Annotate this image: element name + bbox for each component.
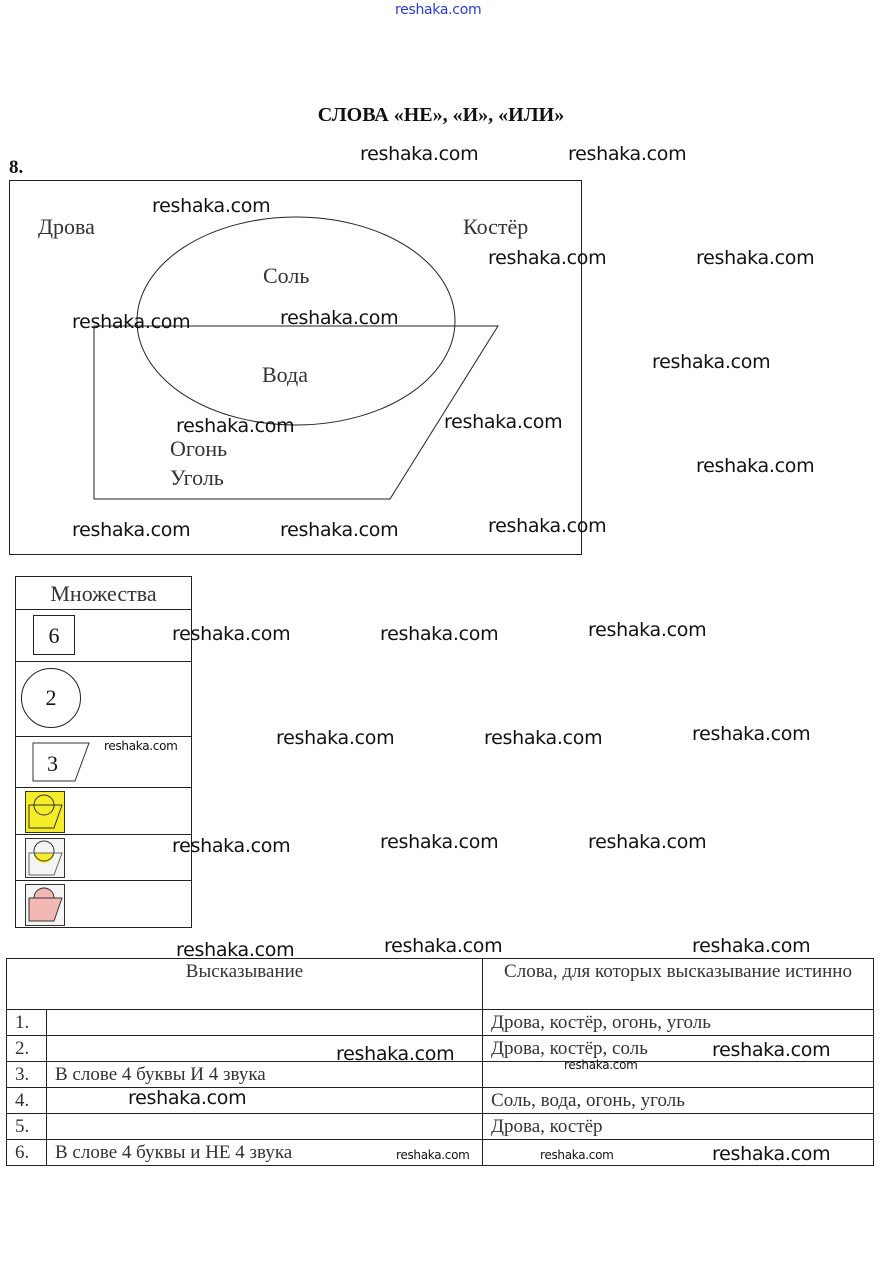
watermark: reshaka.com (280, 307, 399, 329)
trapezoid-set (93, 325, 499, 500)
trapezoid-count: 3 (47, 751, 58, 776)
row-number: 1. (6, 1009, 47, 1036)
watermark: reshaka.com (588, 831, 707, 853)
table-row: 1. Дрова, костёр, огонь, уголь (6, 1009, 874, 1036)
statement-cell (45, 1009, 484, 1036)
row-number: 2. (6, 1035, 47, 1062)
watermark: reshaka.com (276, 727, 395, 749)
row-number: 4. (6, 1087, 47, 1114)
legend-row-circle: 2 (16, 661, 191, 736)
watermark: reshaka.com (104, 739, 178, 753)
header-statement: Высказывание (5, 958, 484, 1010)
universe-rect (9, 180, 582, 555)
venn-diagram (9, 180, 582, 555)
watermark: reshaka.com (176, 939, 295, 961)
label-ugol: Уголь (170, 465, 224, 490)
label-voda: Вода (262, 362, 308, 387)
watermark: reshaka.com (172, 623, 291, 645)
statement-cell (45, 1035, 484, 1062)
table-row: 4. Соль, вода, огонь, уголь (6, 1087, 874, 1114)
circle-set (136, 216, 456, 426)
union-icon (25, 791, 65, 833)
watermark: reshaka.com (360, 143, 479, 165)
words-cell (482, 1139, 874, 1166)
legend: Множества 6 2 3 (15, 576, 192, 928)
label-drova: Дрова (38, 214, 95, 239)
watermark: reshaka.com (72, 311, 191, 333)
words-cell: Дрова, костёр (482, 1113, 874, 1140)
table-row: 3.В слове 4 буквы И 4 звука (6, 1061, 874, 1088)
table-row: 5. Дрова, костёр (6, 1113, 874, 1140)
legend-row-trapezoid: 3 (16, 736, 191, 787)
words-cell: Соль, вода, огонь, уголь (482, 1087, 874, 1114)
watermark: reshaka.com (484, 727, 603, 749)
trapezoid-icon (32, 742, 90, 782)
watermark: reshaka.com (692, 935, 811, 957)
legend-row-combined (16, 880, 191, 927)
combined-icon (25, 884, 65, 926)
row-number: 6. (6, 1139, 47, 1166)
watermark: reshaka.com (396, 1148, 470, 1162)
legend-row-intersection (16, 834, 191, 880)
words-cell (482, 1061, 874, 1088)
watermark: reshaka.com (128, 1087, 247, 1109)
words-cell: Дрова, костёр, огонь, уголь (482, 1009, 874, 1036)
watermark: reshaka.com (564, 1058, 638, 1072)
legend-header: Множества (50, 581, 157, 606)
watermark: reshaka.com (395, 2, 482, 18)
watermark: reshaka.com (568, 143, 687, 165)
watermark: reshaka.com (696, 455, 815, 477)
watermark: reshaka.com (652, 351, 771, 373)
rect-icon: 6 (33, 615, 75, 655)
watermark: reshaka.com (380, 831, 499, 853)
watermark: reshaka.com (712, 1039, 831, 1061)
watermark: reshaka.com (588, 619, 707, 641)
watermark: reshaka.com (152, 195, 271, 217)
watermark: reshaka.com (336, 1043, 455, 1065)
watermark: reshaka.com (380, 623, 499, 645)
watermark: reshaka.com (540, 1148, 614, 1162)
label-koster: Костёр (463, 214, 529, 239)
table-row: 6.В слове 4 буквы и НЕ 4 звука (6, 1139, 874, 1166)
label-ogon: Огонь (170, 436, 228, 461)
statement-cell (45, 1087, 484, 1114)
watermark: reshaka.com (72, 519, 191, 541)
row-number: 3. (6, 1061, 47, 1088)
watermark: reshaka.com (488, 515, 607, 537)
watermark: reshaka.com (384, 935, 503, 957)
watermark: reshaka.com (696, 247, 815, 269)
watermark: reshaka.com (692, 723, 811, 745)
watermark: reshaka.com (488, 247, 607, 269)
watermark: reshaka.com (280, 519, 399, 541)
watermark: reshaka.com (712, 1143, 831, 1165)
watermark: reshaka.com (176, 415, 295, 437)
header-words: Слова, для которых высказывание истинно (482, 958, 874, 1010)
page-title: СЛОВА «НЕ», «И», «ИЛИ» (317, 104, 565, 126)
legend-row-union (16, 787, 191, 834)
task-number: 8. (9, 157, 24, 178)
statement-cell: В слове 4 буквы И 4 звука (45, 1061, 484, 1088)
watermark: reshaka.com (172, 835, 291, 857)
statement-cell (45, 1113, 484, 1140)
watermark: reshaka.com (444, 411, 563, 433)
circle-icon: 2 (21, 668, 81, 728)
intersection-icon (25, 838, 65, 878)
row-number: 5. (6, 1113, 47, 1140)
label-sol: Соль (263, 263, 310, 288)
legend-row-rect: 6 (16, 609, 191, 661)
statements-table: Высказывание Слова, для которых высказыв… (5, 958, 874, 1166)
statement-cell: В слове 4 буквы и НЕ 4 звука (45, 1139, 484, 1166)
